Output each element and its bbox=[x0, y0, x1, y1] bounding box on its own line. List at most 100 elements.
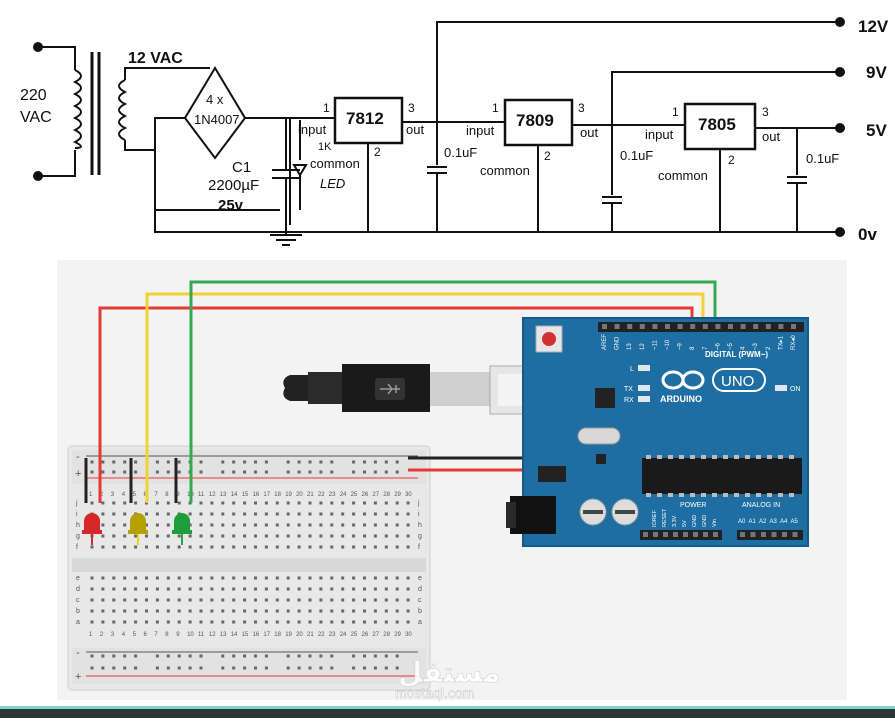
column-number: 2 bbox=[100, 492, 104, 498]
breadboard-hole bbox=[101, 576, 105, 580]
header-pin[interactable] bbox=[693, 532, 698, 537]
header-pin[interactable] bbox=[653, 532, 658, 537]
breadboard-hole bbox=[254, 620, 257, 624]
header-pin[interactable] bbox=[765, 324, 771, 329]
header-pin[interactable] bbox=[702, 324, 708, 329]
header-pin[interactable] bbox=[750, 532, 756, 537]
output-12v-label: 12V bbox=[858, 17, 889, 36]
column-number: 21 bbox=[307, 492, 314, 498]
breadboard-hole bbox=[188, 598, 192, 602]
rail-hole bbox=[232, 654, 236, 658]
breadboard-hole bbox=[275, 512, 279, 516]
header-pin[interactable] bbox=[690, 324, 696, 329]
header-pin[interactable] bbox=[643, 532, 648, 537]
breadboard-hole bbox=[199, 587, 203, 591]
header-pin[interactable] bbox=[713, 532, 718, 537]
reg-7812-pin1: 1 bbox=[323, 101, 330, 115]
reg-7809-pin3: 3 bbox=[578, 101, 585, 115]
breadboard-hole bbox=[264, 620, 268, 624]
header-pin[interactable] bbox=[791, 324, 796, 329]
column-number: 18 bbox=[274, 492, 281, 498]
column-number: 23 bbox=[329, 492, 336, 498]
reg-7812-input: input bbox=[298, 122, 327, 137]
header-pin[interactable] bbox=[683, 532, 688, 537]
breadboard-hole bbox=[221, 609, 225, 613]
breadboard-hole bbox=[166, 534, 170, 538]
column-number: 12 bbox=[209, 632, 216, 638]
pin-label: 13 bbox=[627, 343, 633, 350]
rail-hole bbox=[297, 654, 301, 658]
breadboard-hole bbox=[264, 501, 268, 505]
header-pin[interactable] bbox=[602, 324, 607, 329]
header-pin[interactable] bbox=[639, 324, 645, 329]
wire-yellow bbox=[145, 292, 705, 503]
breadboard-hole bbox=[243, 501, 247, 505]
header-pin[interactable] bbox=[782, 532, 787, 537]
breadboard-hole bbox=[384, 576, 388, 580]
breadboard-hole bbox=[177, 598, 181, 602]
header-pin[interactable] bbox=[677, 324, 683, 329]
header-pin[interactable] bbox=[792, 532, 798, 537]
breadboard-hole bbox=[373, 609, 377, 613]
row-letter: g bbox=[418, 533, 422, 540]
rail-hole bbox=[384, 470, 388, 474]
breadboard-hole bbox=[112, 501, 116, 505]
column-number: 20 bbox=[296, 492, 303, 498]
header-pin[interactable] bbox=[673, 532, 678, 537]
chip-pin bbox=[668, 493, 673, 497]
header-pin[interactable] bbox=[715, 324, 721, 329]
breadboard-hole bbox=[341, 501, 345, 505]
header-pin[interactable] bbox=[761, 532, 766, 537]
header-pin[interactable] bbox=[703, 532, 708, 537]
led-red[interactable] bbox=[82, 513, 102, 545]
breadboard-hole bbox=[112, 576, 116, 580]
breadboard-hole bbox=[308, 598, 312, 602]
bottom-rail-plus-label: + bbox=[75, 671, 81, 683]
rail-hole bbox=[286, 470, 290, 474]
rail-hole bbox=[101, 460, 105, 464]
rail-hole bbox=[177, 654, 181, 658]
breadboard-hole bbox=[341, 609, 345, 613]
l-led bbox=[638, 365, 650, 371]
breadboard-hole bbox=[395, 523, 399, 527]
header-pin[interactable] bbox=[728, 324, 733, 329]
row-letter: h bbox=[418, 522, 422, 529]
row-letter: e bbox=[418, 575, 422, 582]
breadboard-hole bbox=[254, 587, 257, 591]
rail-hole bbox=[232, 460, 236, 464]
rail-hole bbox=[188, 666, 192, 670]
header-pin[interactable] bbox=[614, 324, 620, 329]
header-pin[interactable] bbox=[740, 324, 746, 329]
rail-hole bbox=[319, 460, 323, 464]
breadboard-hole bbox=[406, 534, 410, 538]
led-green[interactable] bbox=[172, 513, 192, 545]
header-pin[interactable] bbox=[627, 324, 633, 329]
rail-hole bbox=[330, 666, 334, 670]
reg-7812-out: out bbox=[406, 122, 424, 137]
breadboard-hole bbox=[232, 501, 236, 505]
header-pin[interactable] bbox=[753, 324, 759, 329]
header-pin[interactable] bbox=[771, 532, 777, 537]
breadboard-hole bbox=[319, 576, 323, 580]
led-yellow[interactable] bbox=[128, 513, 148, 545]
header-pin[interactable] bbox=[778, 324, 784, 329]
column-number: 12 bbox=[209, 492, 216, 498]
breadboard-hole bbox=[101, 534, 105, 538]
breadboard-hole bbox=[243, 620, 247, 624]
breadboard-hole bbox=[199, 620, 203, 624]
rail-hole bbox=[363, 470, 366, 474]
pin-label: ~11 bbox=[652, 340, 658, 350]
chip-pin bbox=[701, 493, 706, 497]
transformer-output-label: 12 VAC bbox=[128, 50, 183, 67]
breadboard: - + - + 11223344556677889910101111121213… bbox=[67, 445, 431, 691]
header-pin[interactable] bbox=[663, 532, 668, 537]
rail-hole bbox=[373, 470, 377, 474]
header-pin[interactable] bbox=[652, 324, 658, 329]
breadboard-hole bbox=[101, 587, 105, 591]
column-number: 19 bbox=[285, 632, 292, 638]
column-number: 22 bbox=[318, 632, 325, 638]
header-pin[interactable] bbox=[665, 324, 670, 329]
header-pin[interactable] bbox=[740, 532, 745, 537]
rail-hole bbox=[254, 654, 257, 658]
